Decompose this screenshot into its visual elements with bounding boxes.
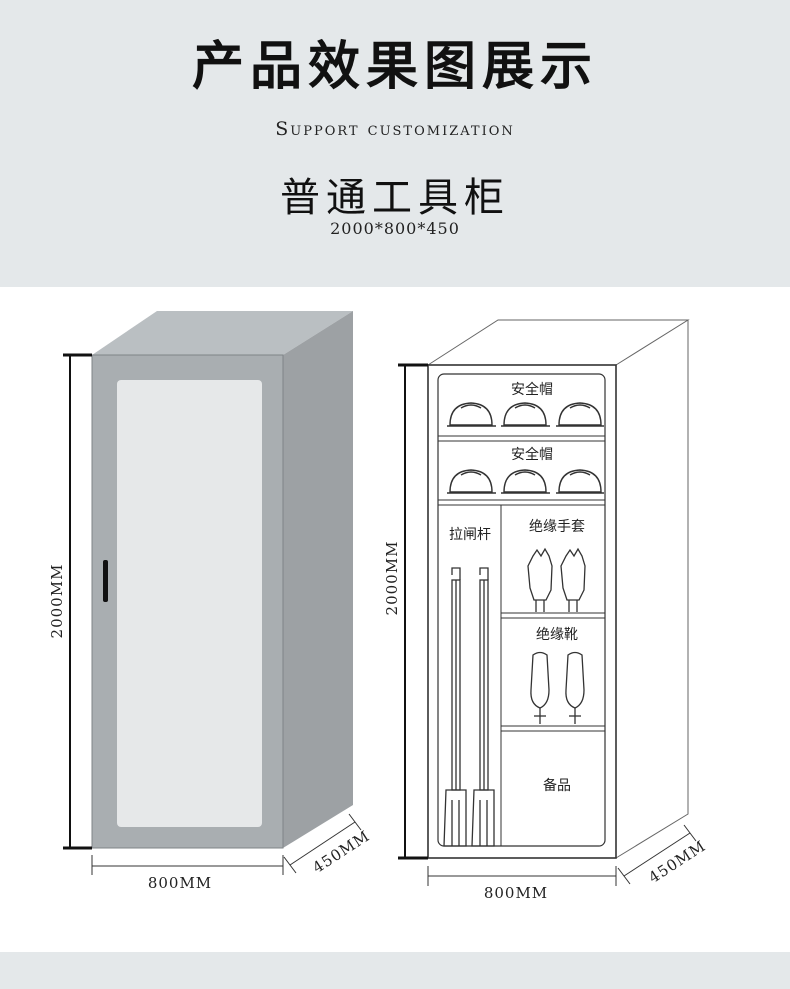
- helmets-bottom-label: 安全帽: [511, 446, 553, 463]
- glove-icon: [560, 547, 586, 612]
- left-cabinet-side: [283, 311, 353, 848]
- switch-rod-label: 拉闸杆: [449, 527, 491, 543]
- right-cabinet: 安全帽 安全帽 拉闸杆 绝缘手套 绝缘靴 备品: [383, 319, 709, 902]
- helmet-icon: [447, 469, 496, 494]
- switch-rod-icon: [443, 567, 467, 847]
- left-cabinet-glass: [117, 380, 262, 827]
- product-name: 普通工具柜: [280, 175, 510, 221]
- right-height-label: 2000MM: [383, 541, 401, 616]
- helmet-icon: [447, 402, 496, 427]
- page-title: 产品效果图展示: [191, 37, 598, 97]
- boot-icon: [565, 651, 585, 724]
- left-cabinet: 2000MM 800MM 450MM: [48, 311, 373, 892]
- helmet-icon: [556, 402, 604, 427]
- right-cabinet-side-outline: [615, 320, 689, 859]
- left-width-label: 800MM: [148, 874, 212, 892]
- boot-icon: [530, 651, 550, 724]
- helmet-icon: [556, 469, 604, 494]
- page-subtitle: Support customization: [275, 118, 515, 140]
- header-band: 产品效果图展示 Support customization 普通工具柜 2000…: [0, 0, 790, 287]
- right-depth-label: 450MM: [645, 837, 709, 887]
- door-handle-icon[interactable]: [103, 560, 108, 602]
- gloves-label: 绝缘手套: [529, 519, 585, 535]
- right-cabinet-front: [427, 364, 617, 859]
- product-dimensions: 2000*800*450: [330, 219, 460, 238]
- helmets-top-label: 安全帽: [511, 381, 553, 398]
- right-cabinet-top-outline: [427, 319, 690, 366]
- left-depth-label: 450MM: [309, 827, 373, 877]
- helmet-icon: [501, 469, 550, 494]
- spare-parts-label: 备品: [543, 777, 571, 794]
- cabinet-diagrams: 2000MM 800MM 450MM 安全帽 安全帽 拉闸杆 绝缘手套 绝缘靴 …: [48, 311, 709, 902]
- right-cabinet-inner-frame: [437, 373, 606, 847]
- left-height-label: 2000MM: [48, 564, 66, 639]
- right-width-label: 800MM: [484, 884, 548, 902]
- footer-band: [0, 952, 790, 989]
- left-cabinet-top: [92, 311, 353, 355]
- boots-label: 绝缘靴: [536, 627, 578, 643]
- switch-rod-icon: [471, 567, 495, 847]
- helmet-icon: [501, 402, 550, 427]
- glove-icon: [527, 547, 553, 612]
